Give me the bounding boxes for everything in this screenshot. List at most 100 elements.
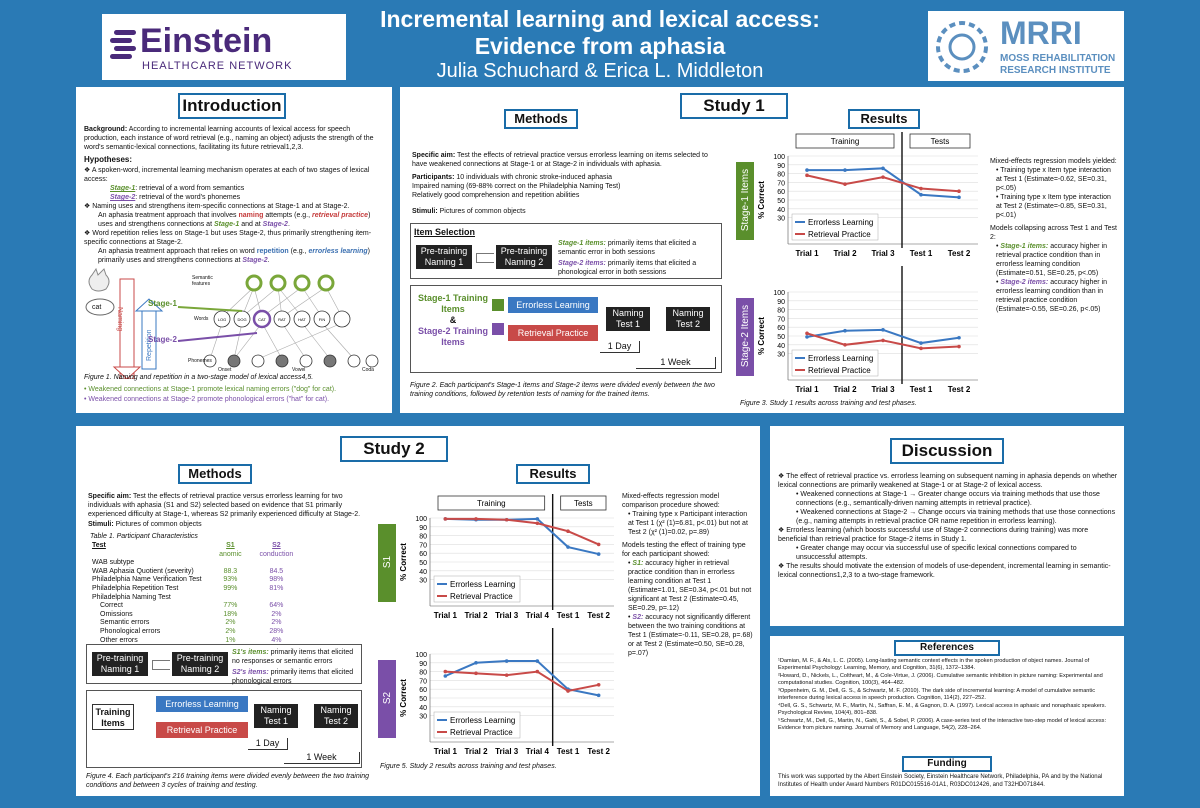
- study1-stimuli: Stimuli: Pictures of common objects: [412, 208, 526, 215]
- data-point: [566, 529, 570, 533]
- arrows-icon: [492, 299, 504, 347]
- table-cell: 77%: [223, 602, 238, 610]
- table-cell: Correct: [100, 602, 123, 610]
- data-point: [957, 189, 961, 193]
- x-tick-label: Trial 2: [464, 747, 488, 756]
- y-tick-label: 100: [773, 154, 785, 161]
- chart-side-bar: [378, 524, 396, 602]
- study2-stimuli: Stimuli: Pictures of common objects: [88, 521, 202, 528]
- y-tick-label: 70: [777, 316, 785, 323]
- x-tick-label: Test 2: [587, 747, 610, 756]
- data-point: [881, 328, 885, 332]
- legend-box: [433, 711, 521, 739]
- one-day-label: 1 Day: [600, 341, 640, 353]
- data-point: [843, 328, 847, 333]
- table-cell: 81%: [269, 584, 284, 592]
- y-tick-label: 80: [419, 670, 427, 677]
- data-point: [919, 186, 923, 191]
- data-point: [919, 192, 923, 197]
- study1-title: Study 1: [680, 93, 788, 119]
- x-tick-label: Test 1: [910, 249, 933, 258]
- table-cell: Phonological errors: [100, 627, 161, 635]
- table-cell: Semantic errors: [100, 619, 150, 627]
- y-tick-label: 40: [777, 343, 785, 350]
- retrieval-practice-box: Retrieval Practice: [508, 325, 598, 341]
- fig-onset-label: Onset: [218, 367, 232, 373]
- legend-label: Errorless Learning: [450, 716, 515, 725]
- s2-training-flow-box: [86, 690, 362, 768]
- y-tick-label: 40: [777, 207, 785, 214]
- data-point: [957, 195, 961, 200]
- item-selection-box: [410, 223, 722, 279]
- study1-charts: Stage-1 Items% Correct30405060708090100T…: [736, 132, 978, 394]
- y-tick-label: 70: [419, 678, 427, 685]
- s2-errorless-box: Errorless Learning: [156, 696, 248, 712]
- table-cell: Philadelphia Name Verification Test: [92, 576, 202, 584]
- y-tick-label: 50: [777, 198, 785, 205]
- svg-text:FIN: FIN: [319, 317, 326, 322]
- reference-item: ⁵Schwartz, M., Dell, G., Martin, N., Gah…: [778, 718, 1107, 731]
- references-list: ¹Damian, M. F., & Als, L. C. (2005). Lon…: [778, 658, 1118, 733]
- y-tick-label: 40: [419, 705, 427, 712]
- y-tick-label: 50: [419, 560, 427, 567]
- phase-training-box: [795, 133, 895, 149]
- reference-item: ²Howard, D., Nickels, L., Coltheart, M.,…: [778, 673, 1103, 686]
- intro-background: Background: According to incremental lea…: [84, 126, 374, 151]
- data-point: [805, 173, 809, 178]
- series-line-1: [445, 670, 599, 693]
- chart-side-bar: [736, 298, 754, 376]
- fig-naming-label: Naming: [116, 307, 123, 332]
- mrri-logo: MRRI MOSS REHABILITATION RESEARCH INSTIT…: [928, 11, 1124, 81]
- y-tick-label: 100: [773, 290, 785, 297]
- study2-panel: Study 2 Methods Results Specific aim: Te…: [76, 426, 760, 796]
- x-tick-label: Test 2: [587, 611, 610, 620]
- x-tick-label: Trial 3: [871, 249, 895, 258]
- data-point: [843, 168, 847, 172]
- table-cell: 93%: [223, 576, 238, 584]
- table-cell: 2%: [225, 619, 236, 627]
- y-tick-label: 30: [419, 714, 427, 721]
- legend-label: Retrieval Practice: [450, 592, 513, 601]
- data-point: [596, 693, 601, 698]
- study1-results-title: Results: [848, 109, 920, 129]
- poster-authors: Julia Schuchard & Erica L. Middleton: [436, 60, 764, 82]
- study2-results-text: Mixed-effects regression model compariso…: [622, 493, 753, 657]
- phase-training-label: Training: [477, 499, 506, 508]
- s2-naming-test-2: Naming Test 2: [314, 704, 358, 728]
- legend-label: Retrieval Practice: [450, 728, 513, 737]
- table-cell: 28%: [269, 627, 284, 635]
- data-point: [596, 683, 601, 687]
- study1-aim: Specific aim: Test the effects of retrie…: [412, 152, 708, 168]
- discussion-panel: Discussion ❖ The effect of retrieval pra…: [770, 426, 1124, 626]
- chart-y-axis-label: % Correct: [757, 181, 766, 219]
- y-tick-label: 60: [419, 551, 427, 558]
- chart-side-label: S1: [382, 555, 393, 568]
- mrri-logo-mark-icon: [936, 21, 988, 73]
- y-tick-label: 60: [777, 325, 785, 332]
- data-point: [957, 335, 961, 340]
- table-cell: Omissions: [100, 610, 133, 618]
- training-items-box: Training Items: [92, 704, 134, 730]
- data-point: [957, 344, 961, 349]
- study1-panel: Study 1 Methods Results Specific aim: Te…: [400, 87, 1124, 413]
- data-point: [535, 517, 540, 521]
- references-title: References: [894, 640, 1000, 656]
- table-cell: Other errors: [100, 636, 138, 644]
- y-tick-label: 100: [415, 516, 427, 523]
- intro-bullet-green: • Weakened connections at Stage-1 promot…: [84, 386, 337, 393]
- svg-text:RAT: RAT: [278, 317, 286, 322]
- references-panel: References ¹Damian, M. F., & Als, L. C. …: [770, 636, 1124, 796]
- s2-naming-test-1: Naming Test 1: [254, 704, 298, 728]
- fig-sem-label: Semantic features: [192, 275, 213, 287]
- table-cell: 99%: [223, 584, 238, 592]
- y-tick-label: 90: [419, 525, 427, 532]
- x-tick-label: Trial 2: [833, 249, 857, 258]
- table-cell: 98%: [269, 576, 284, 584]
- data-point: [881, 175, 885, 179]
